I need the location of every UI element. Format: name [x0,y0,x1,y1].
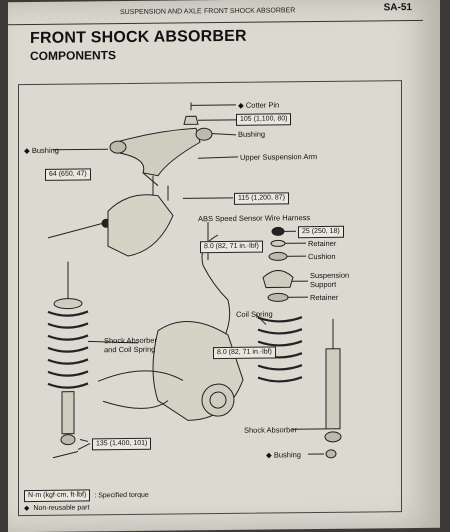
bushing-bottom-marker: ◆ [266,450,274,459]
nonreusable-marker: ◆ [24,504,29,512]
label-shock-absorber: Shock Absorber [244,425,297,435]
torque-105: 105 (1,100, 80) [236,113,291,126]
torque-25: 25 (250, 18) [298,226,344,238]
torque-8b: 8.0 (82, 71 in.·lbf) [213,346,276,359]
label-upper-arm: Upper Suspension Arm [240,152,317,162]
legend: N·m (kgf·cm, ft·lbf) : Specified torque … [24,489,149,514]
legend-nonreusable: Non-reusable part [33,504,89,512]
label-abs-harness: ABS Speed Sensor Wire Harness [198,213,310,223]
label-bushing-top: Bushing [238,130,265,139]
bushing-marker: ◆ [24,146,32,155]
label-bushing-bottom: ◆ Bushing [266,450,301,459]
cotter-pin-marker: ◆ [238,101,246,110]
torque-135: 135 (1,400, 101) [92,438,151,451]
label-coil-spring: Coil Spring [236,309,273,318]
torque-64: 64 (650, 47) [45,168,91,180]
label-cushion: Cushion [308,252,336,261]
label-bushing-left: ◆ Bushing [24,146,59,155]
legend-torque-desc: : Specified torque [94,491,148,499]
manual-page: SUSPENSION AND AXLE FRONT SHOCK ABSORBER… [8,0,440,532]
legend-torque-box: N·m (kgf·cm, ft·lbf) [24,489,90,502]
torque-115: 115 (1,200, 87) [234,192,289,205]
label-cotter-pin: ◆ Cotter Pin [238,100,279,109]
label-suspension-support: Suspension Support [310,271,360,290]
label-shock-coil: Shock Absorber and Coil Spring [104,336,168,355]
exploded-diagram [8,0,440,532]
label-retainer-bottom: Retainer [310,293,338,302]
torque-8a: 8.0 (82, 71 in.·lbf) [200,241,263,254]
label-retainer-top: Retainer [308,239,336,248]
